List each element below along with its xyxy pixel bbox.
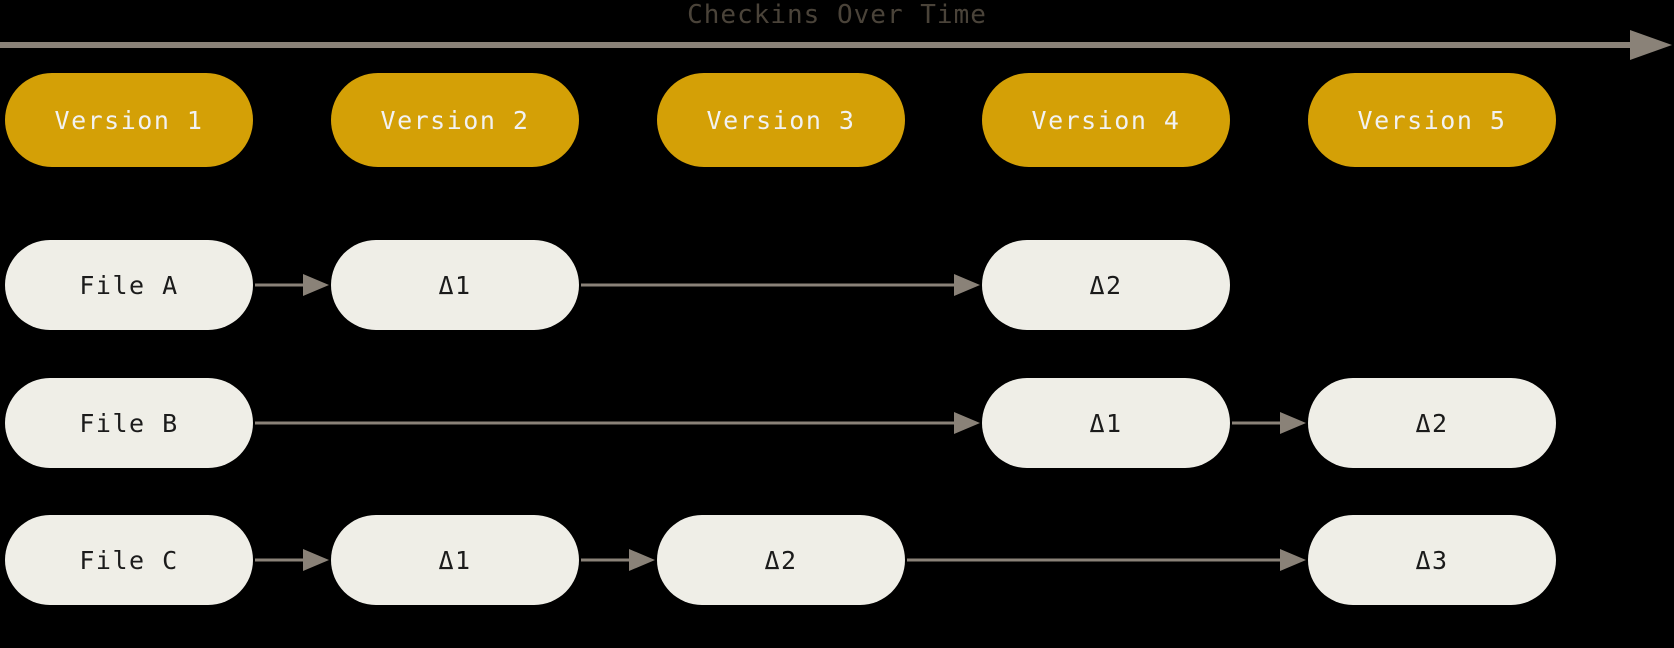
delta-edge-arrow: [1232, 378, 1306, 468]
edge-arrowhead-icon: [303, 274, 329, 296]
delta-edge-arrow: [907, 515, 1306, 605]
file-label-node[interactable]: File C: [5, 515, 253, 605]
edge-arrowhead-icon: [629, 549, 655, 571]
delta-node[interactable]: Δ1: [982, 378, 1230, 468]
timeline-arrowhead-icon: [1630, 30, 1672, 60]
file-label-node[interactable]: File A: [5, 240, 253, 330]
edge-arrowhead-icon: [1280, 412, 1306, 434]
delta-node[interactable]: Δ2: [982, 240, 1230, 330]
edge-arrowhead-icon: [954, 412, 980, 434]
delta-node[interactable]: Δ2: [657, 515, 905, 605]
delta-node[interactable]: Δ3: [1308, 515, 1556, 605]
edge-arrowhead-icon: [303, 549, 329, 571]
timeline-axis: [0, 30, 1674, 60]
delta-edge-arrow: [581, 515, 655, 605]
version-row: Version 1 Version 2 Version 3 Version 4 Vers…: [0, 73, 1674, 167]
delta-edge-arrow: [581, 240, 980, 330]
delta-node[interactable]: Δ2: [1308, 378, 1556, 468]
version-pill[interactable]: Version 5: [1308, 73, 1556, 167]
file-row-b: File B Δ1 Δ2: [0, 378, 1674, 468]
page-title: Checkins Over Time: [687, 0, 987, 30]
version-pill[interactable]: Version 3: [657, 73, 905, 167]
delta-edge-arrow: [255, 240, 329, 330]
version-pill[interactable]: Version 2: [331, 73, 579, 167]
edge-arrowhead-icon: [1280, 549, 1306, 571]
file-row-c: File C Δ1 Δ2 Δ3: [0, 515, 1674, 605]
version-pill[interactable]: Version 1: [5, 73, 253, 167]
file-row-a: File A Δ1 Δ2: [0, 240, 1674, 330]
edge-arrowhead-icon: [954, 274, 980, 296]
delta-edge-arrow: [255, 378, 980, 468]
delta-edge-arrow: [255, 515, 329, 605]
delta-node[interactable]: Δ1: [331, 240, 579, 330]
version-pill[interactable]: Version 4: [982, 73, 1230, 167]
delta-node[interactable]: Δ1: [331, 515, 579, 605]
file-label-node[interactable]: File B: [5, 378, 253, 468]
